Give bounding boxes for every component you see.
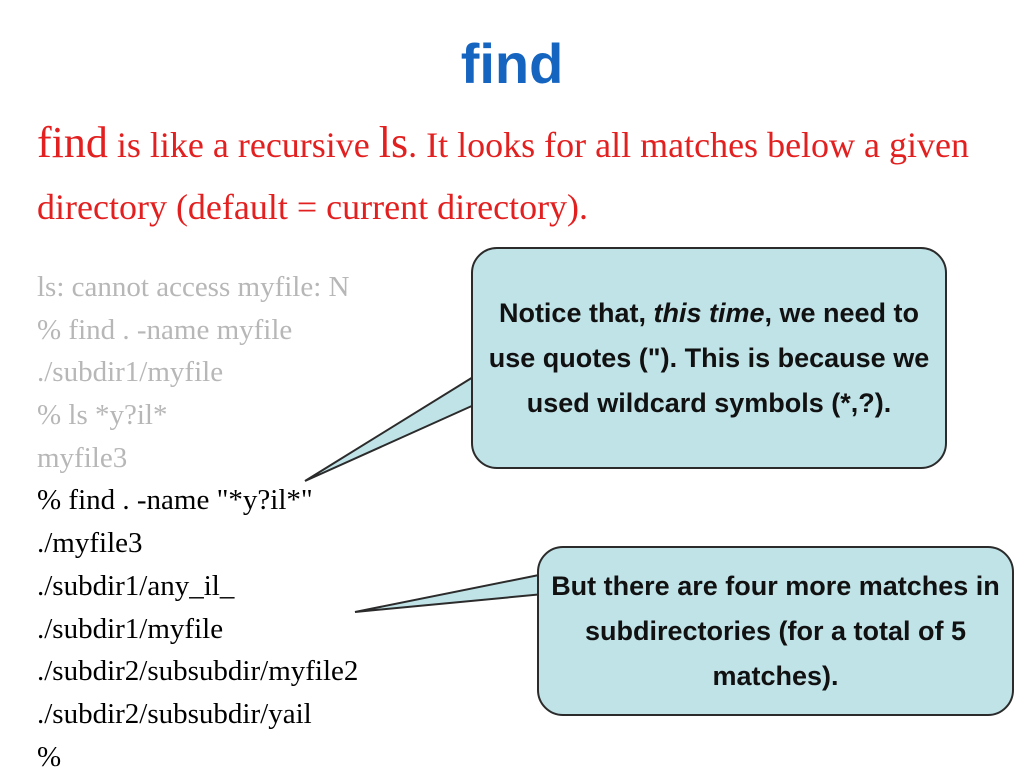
- intro-text-2: . It looks for all matches below a given…: [37, 125, 970, 227]
- callout-matches-text: But there are four more matches in subdi…: [551, 570, 1000, 691]
- intro-find-command: find: [37, 118, 108, 167]
- callout-quotes-note: Notice that, this time, we need to use q…: [471, 247, 947, 469]
- terminal-line: %: [37, 740, 62, 773]
- callout-quotes-part1: Notice that,: [498, 297, 654, 328]
- terminal-line: ./subdir2/subsubdir/yail: [37, 697, 312, 730]
- callout-matches-note: But there are four more matches in subdi…: [537, 546, 1014, 716]
- callout-quotes-emphasis: this time: [653, 297, 765, 328]
- terminal-line: % find . -name myfile: [37, 313, 293, 346]
- intro-ls-command: ls: [378, 118, 409, 167]
- terminal-line: ./subdir1/myfile: [37, 612, 224, 645]
- terminal-line: % find . -name "*y?il*": [37, 484, 313, 517]
- terminal-line: % ls *y?il*: [37, 399, 168, 432]
- intro-text-1: is like a recursive: [107, 125, 379, 165]
- terminal-output: ls: cannot access myfile: N % find . -na…: [37, 266, 358, 778]
- callout-pointer-matches: [354, 572, 545, 613]
- terminal-line: ./subdir1/any_il_: [37, 569, 235, 602]
- terminal-line: myfile3: [37, 441, 128, 474]
- terminal-line: ./myfile3: [37, 527, 143, 560]
- slide-title: find: [460, 32, 564, 95]
- terminal-line: ./subdir2/subsubdir/myfile2: [37, 655, 359, 688]
- callout-quotes-part3: , we need to use quotes ("). This is bec…: [488, 297, 930, 418]
- intro-paragraph: find is like a recursive ls. It looks fo…: [37, 112, 1017, 238]
- terminal-line: ./subdir1/myfile: [37, 356, 224, 389]
- callout-quotes-text: Notice that, this time, we need to use q…: [487, 291, 931, 426]
- terminal-line: ls: cannot access myfile: N: [37, 271, 350, 303]
